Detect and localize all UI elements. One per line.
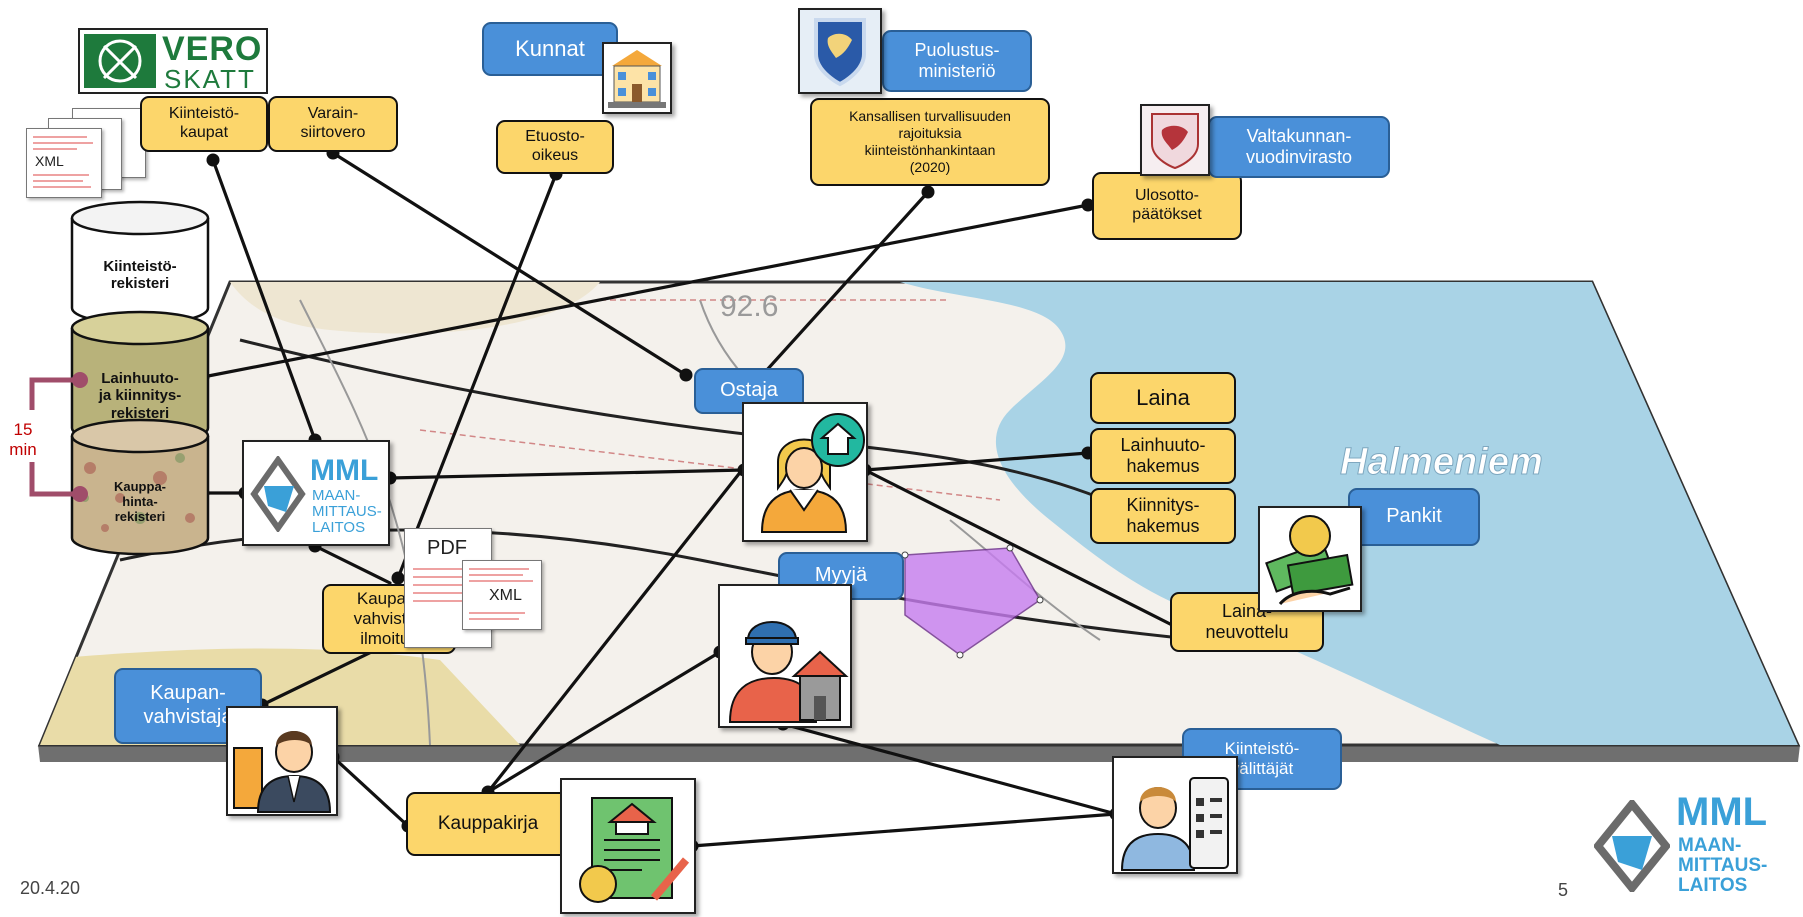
mml-card-sub-2: MITTAUS- (312, 503, 382, 520)
link-vahvistaja-kauppakirja (331, 755, 410, 828)
mml-card-sub-3: LAITOS (312, 519, 366, 536)
mml-footer-sub-2: MITTAUS- (1678, 855, 1768, 876)
map-place-label: Halmeniem (1340, 441, 1543, 483)
mml-footer-title: MML (1676, 790, 1768, 834)
varainsiirtovero-box[interactable]: Varain- siirtovero (268, 96, 398, 152)
vero-logo-text-1: VERO (162, 30, 263, 68)
link-etuosto-ilmoitus (396, 172, 558, 580)
buyer-card[interactable] (742, 402, 868, 542)
link-ulosotto-lainhuuto (201, 203, 1090, 379)
register-stack (70, 200, 210, 556)
bank-money-hand-icon (1265, 515, 1354, 606)
seller-worker-house-icon (728, 621, 849, 723)
notary-judge-icon (233, 731, 332, 813)
kansallinen-box[interactable]: Kansallisen turvallisuuden rajoituksia k… (810, 98, 1050, 186)
link-ostaja-lainhuuto (863, 451, 1090, 472)
pdf-label: PDF (427, 537, 467, 559)
price-register-cylinder (70, 436, 210, 556)
link-myyja-valittajat (781, 722, 1118, 816)
xml-document-lines (33, 136, 93, 188)
mml-logo-icon (250, 456, 306, 532)
xml-label-top: XML (35, 153, 64, 169)
etuosto-box[interactable]: Etuosto- oikeus (496, 120, 614, 174)
mml-logo-card[interactable]: MML MAAN- MITTAUS- LAITOS (242, 440, 390, 546)
mml-card-sub-1: MAAN- (312, 487, 361, 504)
buyer-woman-house-icon (760, 413, 865, 533)
xml-label-2: XML (489, 587, 522, 604)
link-ostaja-neuvottelu (863, 468, 1184, 632)
map-parcel (904, 547, 1041, 656)
vero-emblem-icon (84, 34, 156, 88)
ulosotto-box[interactable]: Ulosotto- päätökset (1092, 172, 1242, 240)
defence-ministry-lion-emblem-icon (814, 18, 866, 87)
national-lion-emblem-icon (1151, 113, 1199, 170)
mml-logo-footer-icon (1594, 800, 1670, 892)
contract-signing-icon (579, 797, 690, 903)
seller-card[interactable] (718, 584, 852, 728)
mml-footer-sub-3: LAITOS (1678, 875, 1748, 896)
xml-document-2: XML (462, 560, 542, 630)
vero-logo-text-2: SKATT (164, 64, 256, 94)
kiinnityshakemus-box[interactable]: Kiinnitys- hakemus (1090, 488, 1236, 544)
mml-footer-sub-1: MAAN- (1678, 835, 1742, 856)
puolustus-box[interactable]: Puolustus- ministeriö (882, 30, 1032, 92)
title-register-label: Lainhuuto- ja kiinnitys- rekisteri (98, 370, 182, 422)
lainhuutohakemus-box[interactable]: Lainhuuto- hakemus (1090, 428, 1236, 484)
link-kaupat-mml (211, 158, 317, 442)
pankit-box[interactable]: Pankit (1348, 488, 1480, 546)
interval-label: 15 min (9, 420, 37, 460)
link-siirtovero-ostaja (331, 151, 688, 377)
link-mml-ostaja (388, 468, 746, 480)
agent-card[interactable] (1112, 756, 1238, 874)
link-kansallinen-ostaja (754, 190, 930, 384)
valtakunnan-box[interactable]: Valtakunnan- vuodinvirasto (1208, 116, 1390, 178)
contract-card[interactable] (560, 778, 696, 914)
map-frame-edge (38, 745, 1800, 762)
link-ostaja-kauppakirja (486, 468, 744, 794)
link-myyja-kauppakirja (486, 650, 722, 794)
interval-bracket (29, 372, 88, 502)
real-estate-agent-icon (1120, 777, 1229, 871)
national-emblem-card[interactable] (1140, 104, 1210, 176)
laina-box[interactable]: Laina (1090, 372, 1236, 424)
link-kauppakirja-valittajat (690, 812, 1118, 848)
municipality-card[interactable] (602, 42, 672, 114)
mml-card-title: MML (310, 454, 379, 487)
town-hall-icon (608, 50, 666, 108)
notary-card[interactable] (226, 706, 338, 816)
link-mml-ilmoitus (313, 544, 392, 585)
xml-document-front: XML (26, 128, 102, 198)
vero-logo: VERO SKATT (78, 28, 268, 94)
slide-page-number: 5 (1558, 880, 1569, 900)
defence-emblem-card[interactable] (798, 8, 882, 94)
map-elevation-label: 92.6 (720, 290, 778, 323)
kauppakirja-box[interactable]: Kauppakirja (406, 792, 570, 856)
price-register-label: Kauppa- hinta- rekisteri (114, 479, 166, 524)
kiinteistokaupat-box[interactable]: Kiinteistö- kaupat (140, 96, 268, 152)
mml-logo-footer: MML MAAN- MITTAUS- LAITOS (1594, 790, 1794, 906)
slide-date: 20.4.20 (20, 878, 81, 898)
property-register-label: Kiinteistö- rekisteri (103, 258, 177, 293)
kunnat-box[interactable]: Kunnat (482, 22, 618, 76)
bank-card[interactable] (1258, 506, 1362, 612)
